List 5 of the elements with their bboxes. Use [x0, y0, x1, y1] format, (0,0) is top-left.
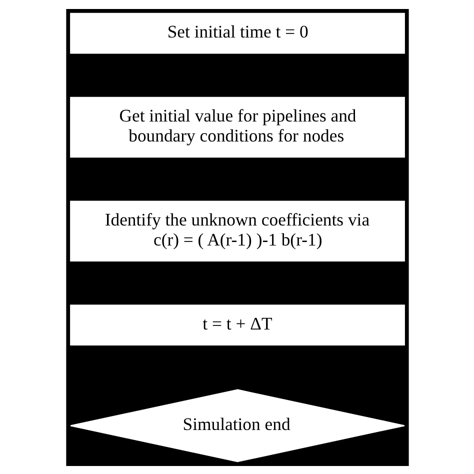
node-box: Get initial value for pipelines and boundary conditions for nodes [70, 96, 404, 158]
node-box: Set initial time t = 0 [70, 12, 404, 54]
node-diamond: Simulation end [70, 388, 404, 462]
node-box: Identify the unknown coefficients via c(r) = ( A(r-1) )-1 b(r-1) [70, 200, 404, 262]
node-box: t = t + ΔT [70, 304, 404, 346]
